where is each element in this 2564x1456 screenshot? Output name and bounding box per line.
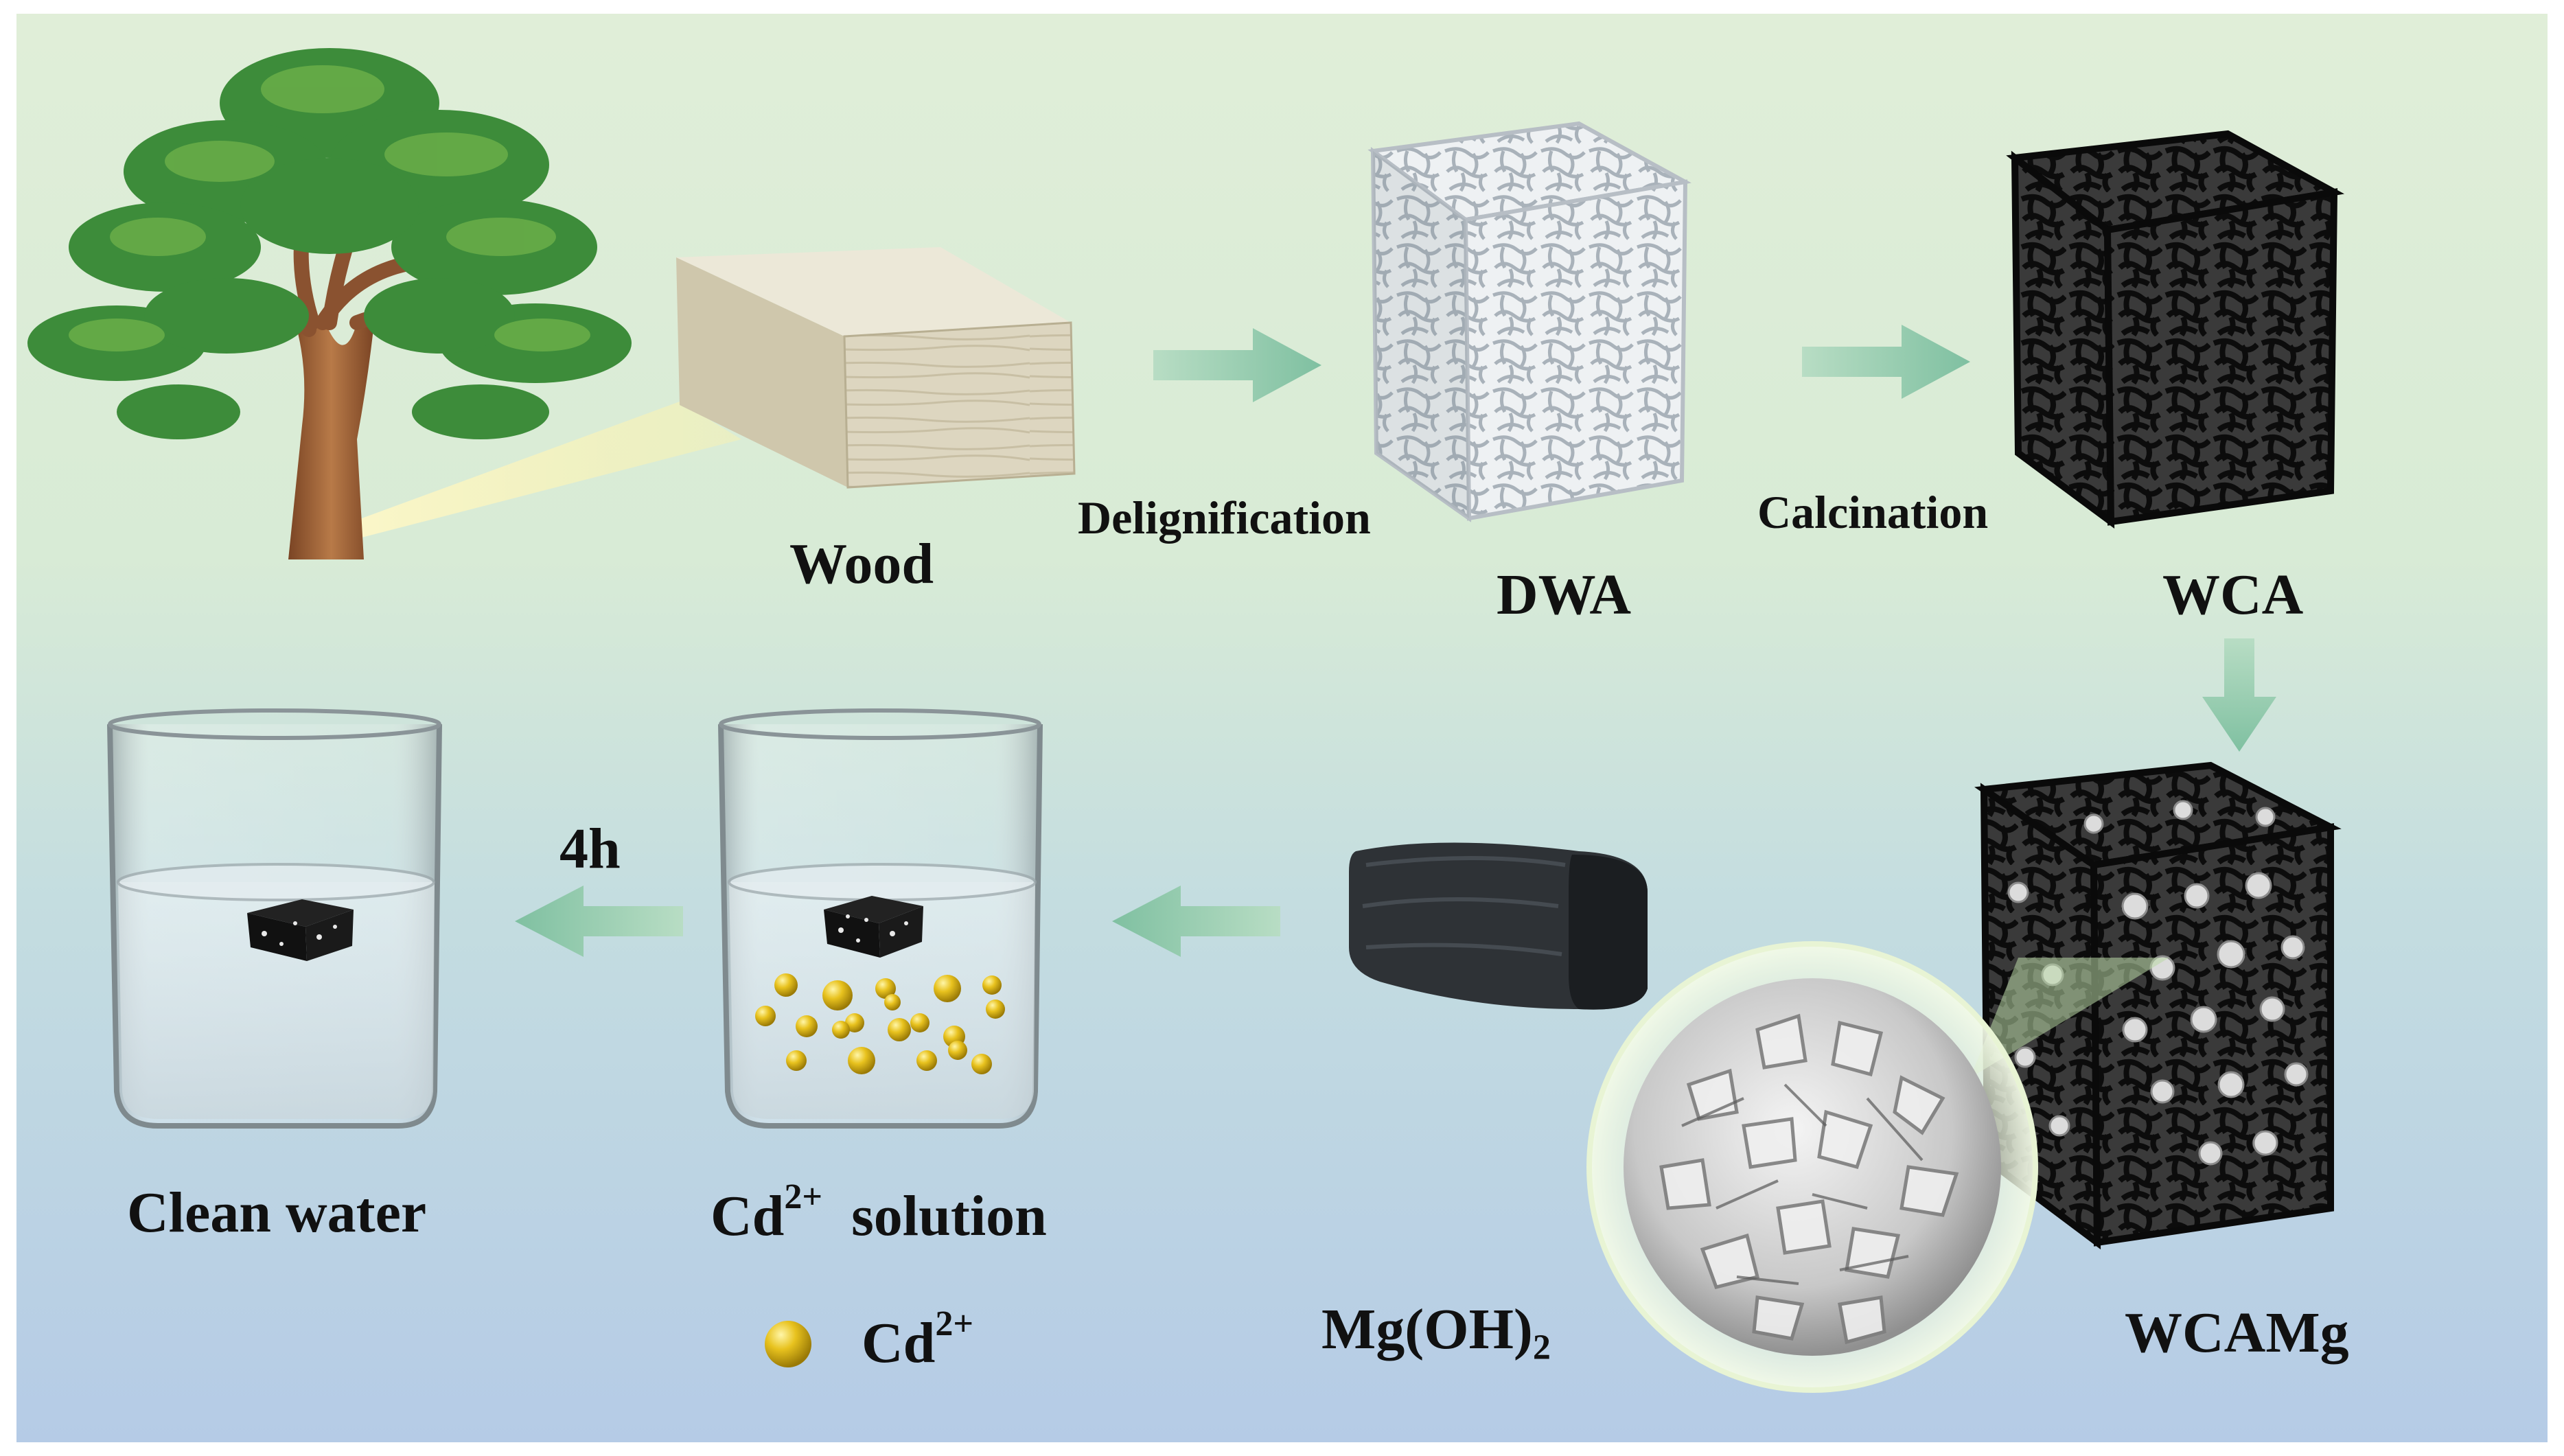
beaker-icon	[718, 708, 1043, 1129]
cd-ion-sphere	[948, 1041, 967, 1060]
arrow-calcination	[1802, 325, 1970, 399]
cd-ion-sphere	[774, 973, 798, 997]
cd-ion-sphere	[848, 1047, 875, 1074]
cd-ion-sphere	[888, 1018, 911, 1041]
cd-ion-sphere	[755, 1006, 776, 1026]
white-aerogel-cube-icon	[1367, 121, 1691, 522]
mgoh2-label: Mg(OH)2	[1321, 1297, 1551, 1367]
tree-icon	[27, 48, 741, 559]
arrow-monolith-to-solution	[1112, 886, 1280, 957]
cd-ion-sphere-icon	[765, 1321, 811, 1367]
cd-ion-sphere	[875, 978, 896, 999]
arrow-down-to-wcamg	[2202, 638, 2276, 752]
cd-ion-sphere	[910, 1013, 929, 1032]
cd-ion-sphere	[822, 980, 853, 1010]
cd-ion-sphere	[786, 1050, 807, 1071]
black-aerogel-cube-icon	[2006, 130, 2345, 529]
cd-ion-sphere	[916, 1050, 937, 1071]
clean-water-label: Clean water	[127, 1181, 427, 1245]
cd-ion-sphere	[884, 994, 901, 1010]
time-label: 4h	[559, 817, 621, 881]
cd-ions-cluster	[755, 973, 1005, 1074]
cd-ion-sphere	[934, 975, 961, 1002]
submerged-adsorbent	[824, 896, 923, 958]
calcination-label: Calcination	[1757, 486, 1989, 538]
cd-ion-sphere	[832, 1021, 850, 1039]
zoom-beam	[1970, 958, 2169, 1078]
wca-label: WCA	[2162, 563, 2304, 627]
legend-cd-label: Cd2+	[862, 1304, 974, 1375]
cd-solution-label: Cd2+ solution	[711, 1177, 1047, 1248]
wood-block-icon	[676, 247, 1076, 489]
dwa-label: DWA	[1497, 563, 1632, 627]
cd-ion-sphere	[982, 975, 1002, 995]
beaker-icon-clean	[107, 708, 442, 1129]
delignification-label: Delignification	[1078, 492, 1371, 544]
mg-loaded-cube-icon	[1970, 761, 2342, 1250]
mg-oh2-flower-icon	[1586, 941, 2038, 1393]
arrow-delignification	[1153, 328, 1321, 402]
submerged-adsorbent-clean	[247, 899, 354, 961]
carbon-monolith-icon	[1349, 842, 1648, 1010]
focus-beam	[343, 402, 741, 542]
cd-ion-sphere	[845, 1013, 864, 1032]
cd-ion-sphere	[971, 1054, 992, 1074]
wcamg-label: WCAMg	[2125, 1301, 2349, 1365]
cd-ion-sphere	[796, 1015, 818, 1037]
tree-trunk	[288, 316, 374, 559]
cd-ion-sphere	[986, 999, 1005, 1019]
wood-label: Wood	[789, 532, 934, 596]
arrow-solution-to-clean	[515, 886, 683, 957]
